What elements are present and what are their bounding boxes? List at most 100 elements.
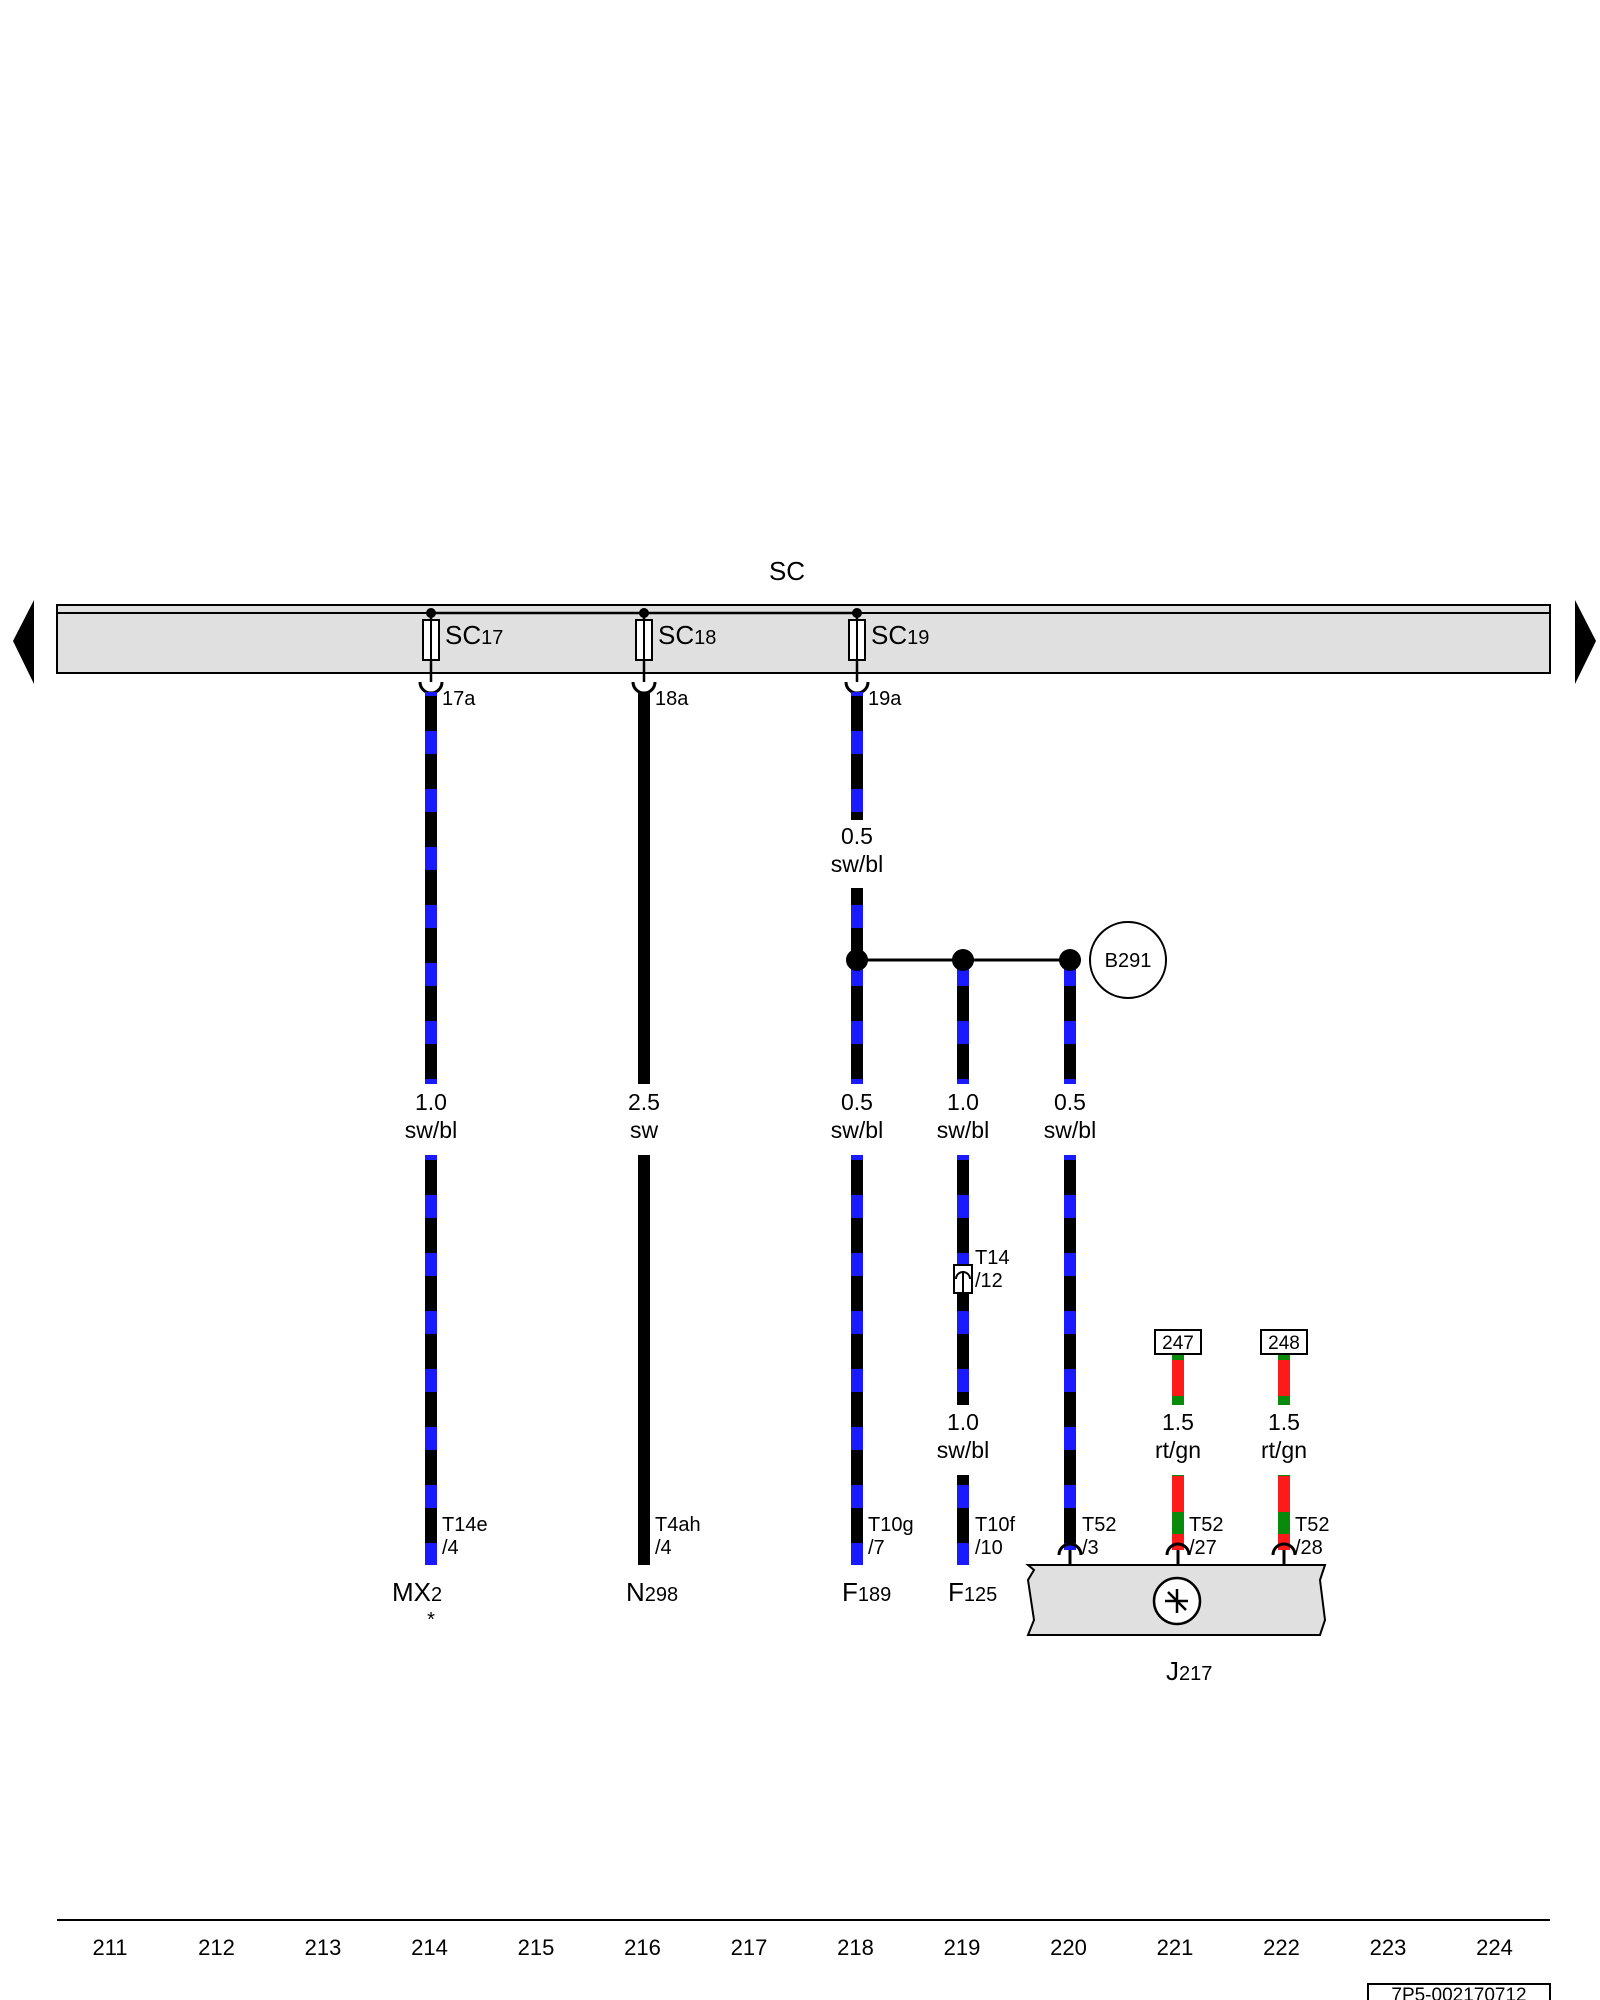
wire-color: sw/bl	[831, 851, 883, 877]
busbar-title: SC	[769, 556, 805, 586]
doc-id-box: 7P5-002170712	[1367, 1983, 1551, 2000]
wire-segment[interactable]	[1278, 1354, 1290, 1405]
connector-pin: /12	[975, 1270, 1003, 1292]
svg-text:T4ah: T4ah	[655, 1514, 701, 1536]
component-label: J217	[1166, 1656, 1212, 1686]
control-unit-j217: J217	[1025, 1542, 1327, 1686]
wire-segment[interactable]	[425, 1155, 437, 1565]
grid-number: 218	[837, 1935, 874, 1960]
svg-text:T10f: T10f	[975, 1514, 1015, 1536]
wire-color: rt/gn	[1155, 1437, 1201, 1463]
wire-size: 0.5	[841, 823, 873, 849]
grid-number: 224	[1476, 1935, 1513, 1960]
wire-size: 1.0	[947, 1089, 979, 1115]
svg-text:248: 248	[1268, 1333, 1300, 1354]
wire-color: sw/bl	[405, 1117, 457, 1143]
splice-marker-icon[interactable]	[1089, 921, 1167, 999]
svg-text:T52: T52	[1082, 1514, 1116, 1536]
svg-text:/3: /3	[1082, 1537, 1099, 1559]
wire-segment[interactable]	[638, 692, 650, 1084]
grid-number: 213	[305, 1935, 342, 1960]
pin-17a: 17a	[442, 688, 476, 710]
end-pins: T14e /4 T4ah /4 T10g /7 T10f /10 T52 /3 …	[442, 1514, 1329, 1559]
fuse-sc18: SC18	[635, 608, 716, 682]
wire-segment[interactable]	[957, 1475, 969, 1565]
wire-size: 2.5	[628, 1089, 660, 1115]
wire-color: sw	[630, 1117, 659, 1143]
wire-segment[interactable]	[1172, 1475, 1184, 1550]
wire-segment[interactable]	[1278, 1475, 1290, 1550]
svg-text:/4: /4	[442, 1537, 459, 1559]
wire-labels: 1.0 sw/bl 2.5 sw 0.5 sw/bl 0.5 sw/bl 1.0…	[405, 823, 1307, 1463]
page-prev-arrow-icon[interactable]	[13, 600, 34, 684]
svg-text:/28: /28	[1295, 1537, 1323, 1559]
component-note: *	[427, 1609, 435, 1631]
wire-segment[interactable]	[851, 888, 863, 1084]
svg-text:/7: /7	[868, 1537, 885, 1559]
busbar: SC	[13, 556, 1596, 684]
pin-19a: 19a	[868, 688, 902, 710]
svg-text:T10g: T10g	[868, 1514, 914, 1536]
bus-terminals: 17a 18a 19a	[418, 681, 902, 710]
splice-b291: B291	[846, 921, 1167, 999]
ref-box-248[interactable]	[1260, 1329, 1308, 1355]
grid-number: 211	[92, 1935, 127, 1960]
grid-number: 219	[944, 1935, 981, 1960]
grid-number: 216	[624, 1935, 661, 1960]
grid-number: 215	[518, 1935, 555, 1960]
svg-text:SC18: SC18	[658, 620, 716, 650]
wire-size: 1.0	[947, 1409, 979, 1435]
wire-color: rt/gn	[1261, 1437, 1307, 1463]
svg-text:SC17: SC17	[445, 620, 503, 650]
svg-text:T14e: T14e	[442, 1514, 488, 1536]
wire-size: 1.5	[1268, 1409, 1300, 1435]
svg-text:T52: T52	[1295, 1514, 1329, 1536]
component-f189: F189	[842, 1577, 891, 1607]
grid-number: 220	[1050, 1935, 1087, 1960]
component-labels: MX2 * N298 F189 F125	[392, 1577, 997, 1631]
wire-size: 0.5	[1054, 1089, 1086, 1115]
wire-color: sw/bl	[831, 1117, 883, 1143]
wire-segment[interactable]	[425, 692, 437, 1084]
wire-segment[interactable]	[851, 1155, 863, 1565]
wire-color: sw/bl	[1044, 1117, 1096, 1143]
grid-number: 212	[198, 1935, 235, 1960]
wire-segment[interactable]	[638, 1155, 650, 1565]
component-f125: F125	[948, 1577, 997, 1607]
ref-box-247[interactable]	[1154, 1329, 1202, 1355]
wire-segment[interactable]	[1064, 960, 1076, 1084]
component-mx2: MX2	[392, 1577, 442, 1607]
wire-size: 1.5	[1162, 1409, 1194, 1435]
wire-segment[interactable]	[957, 960, 969, 1084]
wire-color: sw/bl	[937, 1117, 989, 1143]
wire-size: 1.0	[415, 1089, 447, 1115]
svg-text:SC19: SC19	[871, 620, 929, 650]
fuse-sc17: SC17	[422, 608, 503, 682]
svg-text:247: 247	[1162, 1333, 1194, 1354]
pin-18a: 18a	[655, 688, 689, 710]
svg-text:/27: /27	[1189, 1537, 1217, 1559]
svg-text:/10: /10	[975, 1537, 1003, 1559]
doc-id: 7P5-002170712	[1391, 1985, 1526, 2000]
wire-segment[interactable]	[1064, 1155, 1076, 1550]
grid-number: 221	[1157, 1935, 1194, 1960]
grid-number: 217	[731, 1935, 768, 1960]
wire-segment[interactable]	[1172, 1354, 1184, 1405]
wire-segment[interactable]	[851, 692, 863, 820]
splice-label: B291	[1105, 950, 1152, 972]
grid-number: 214	[411, 1935, 448, 1960]
grid-number: 222	[1263, 1935, 1300, 1960]
component-n298: N298	[626, 1577, 678, 1607]
page-next-arrow-icon[interactable]	[1575, 600, 1596, 684]
ref-boxes: 247 248	[1154, 1329, 1308, 1355]
wires	[425, 692, 1290, 1565]
wire-color: sw/bl	[937, 1437, 989, 1463]
svg-text:T52: T52	[1189, 1514, 1223, 1536]
inline-connector-t14: T14 /12	[953, 1247, 1009, 1294]
wire-size: 0.5	[841, 1089, 873, 1115]
svg-text:/4: /4	[655, 1537, 672, 1559]
control-unit-icon	[1152, 1576, 1202, 1626]
fuse-sc19: SC19	[848, 608, 929, 682]
grid-number: 223	[1370, 1935, 1407, 1960]
